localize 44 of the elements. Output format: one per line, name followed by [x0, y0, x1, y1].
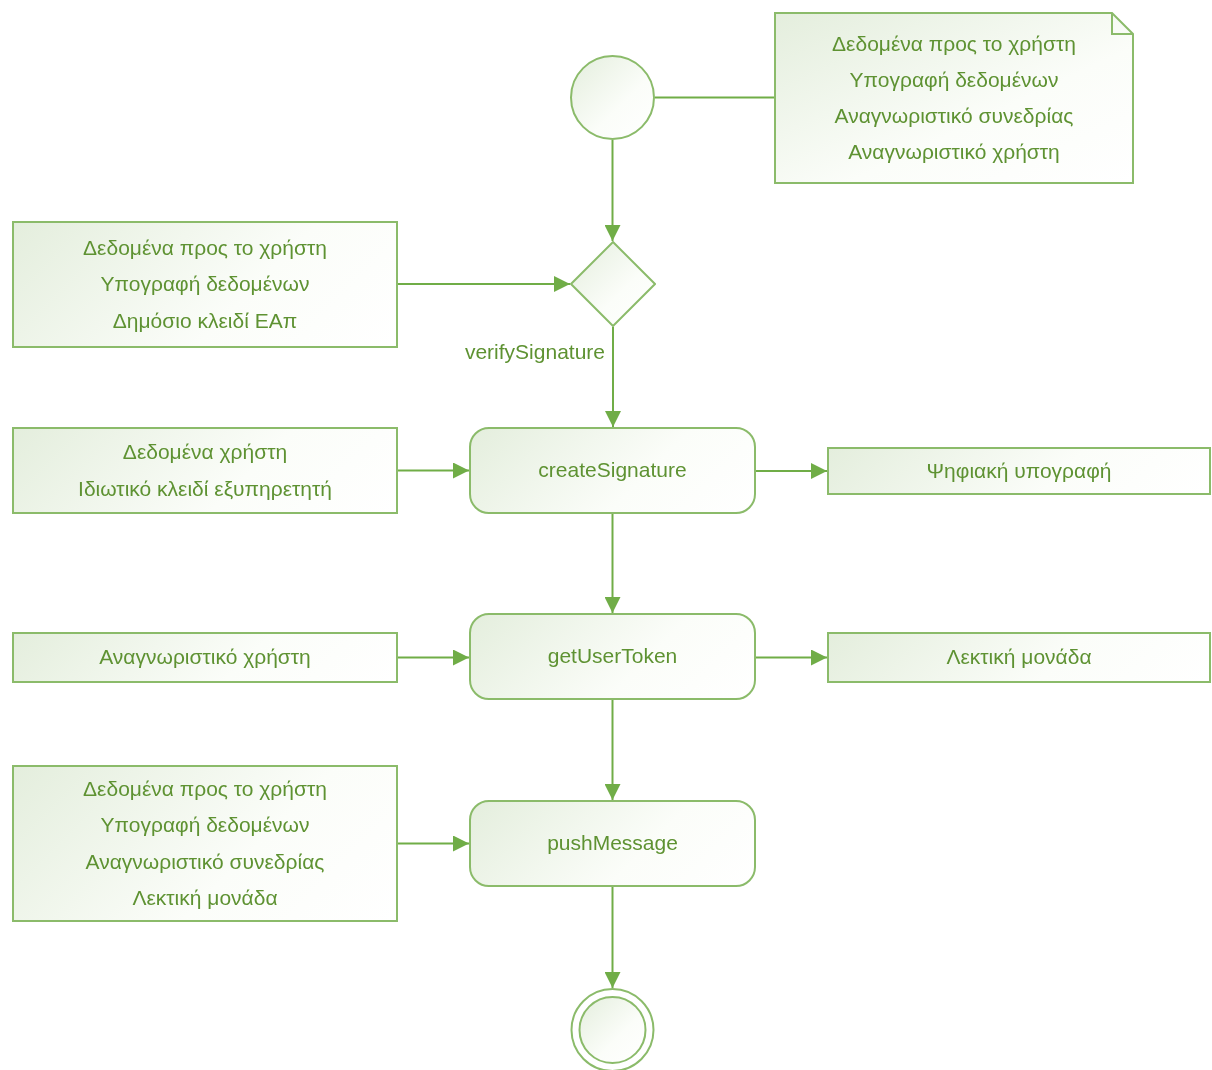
data-item-text: Δεδομένα προς το χρήστη	[83, 776, 327, 803]
start-node-circle	[570, 55, 655, 140]
arrow	[604, 886, 621, 989]
note-text: Δεδομένα προς το χρήστη	[832, 30, 1076, 57]
activity-label: createSignature	[538, 457, 687, 484]
connector-line	[654, 96, 775, 99]
arrow	[755, 463, 828, 479]
activity-label: getUserToken	[547, 643, 678, 670]
data-item-text: Λεκτική μονάδα	[946, 644, 1092, 671]
arrow	[604, 699, 621, 801]
output-data-box	[827, 447, 1211, 495]
activity-box	[469, 800, 756, 887]
data-item-text: Ψηφιακή υπογραφή	[926, 457, 1112, 484]
note-text: Αναγνωριστικό χρήστη	[848, 139, 1060, 166]
data-item-text: Υπογραφή δεδομένων	[100, 812, 310, 839]
data-item-text: Δεδομένα προς το χρήστη	[83, 235, 327, 262]
data-item-text: Ιδιωτικό κλειδί εξυπηρετητή	[78, 475, 332, 502]
data-item-text: Υπογραφή δεδομένων	[100, 271, 310, 298]
arrow	[397, 276, 571, 292]
decision-label: verifySignature	[463, 340, 605, 364]
arrow	[605, 326, 621, 428]
input-data-box	[12, 765, 398, 922]
arrow	[397, 835, 470, 852]
input-data-box	[12, 221, 398, 348]
note-box	[774, 12, 1134, 184]
data-item-text: Δεδομένα χρήστη	[122, 439, 288, 466]
input-data-box	[12, 632, 398, 683]
arrow	[755, 649, 828, 666]
note-text: Αναγνωριστικό συνεδρίας	[834, 103, 1074, 129]
arrow	[397, 462, 470, 479]
data-item-text: Αναγνωριστικό συνεδρίας	[85, 848, 325, 875]
data-item-text: Δημόσιο κλειδί ΕΑπ	[112, 307, 298, 334]
activity-box	[469, 613, 756, 700]
activity-box	[469, 427, 756, 514]
arrow	[604, 139, 621, 242]
activity-label: pushMessage	[547, 830, 678, 857]
input-data-box	[12, 427, 398, 514]
data-item-text: Αναγνωριστικό χρήστη	[99, 644, 311, 671]
decision-diamond	[570, 241, 656, 327]
note-text: Υπογραφή δεδομένων	[849, 66, 1059, 93]
arrow	[397, 649, 470, 666]
data-item-text: Λεκτική μονάδα	[132, 884, 278, 911]
arrow	[604, 513, 621, 614]
output-data-box	[827, 632, 1211, 683]
